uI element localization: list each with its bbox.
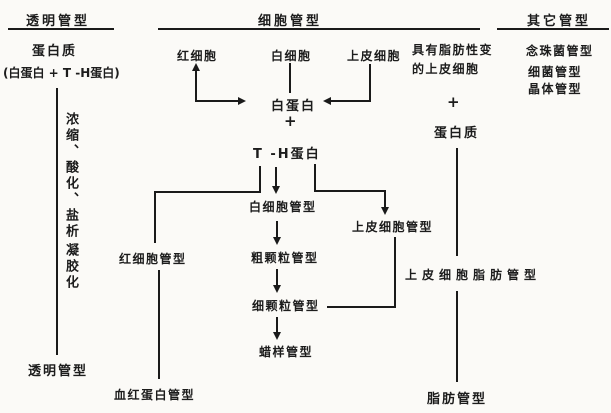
label-hemoglobin-cast: 血红蛋白管型 (114, 388, 196, 402)
arrowhead-down-to-epithelial-cast (381, 207, 389, 215)
line-epithelial-down (369, 64, 371, 102)
label-protein-right: 蛋白质 (434, 126, 480, 141)
label-epithelial-cast: 上皮细胞管型 (352, 220, 434, 234)
line-branch-left-down (259, 166, 261, 193)
line-wbc-down (289, 63, 291, 93)
label-fatty-epithelial-line2: 的上皮细胞 (412, 62, 480, 76)
label-th-protein: T -H蛋白 (253, 147, 321, 162)
label-plus-center: + (284, 112, 297, 130)
arrowhead-up-rbc (192, 63, 200, 71)
line-rbc-down (195, 70, 197, 101)
line-coarse-granular-down (276, 269, 278, 286)
label-epithelial-fatty-cast: 上皮细胞脂肪管型 (405, 268, 542, 282)
header-cellular-cast: 细胞管型 (258, 14, 323, 29)
label-process-steps: 浓缩、酸化、盐析 (63, 112, 78, 240)
arrowhead-down-to-coarse-granular (273, 237, 281, 245)
label-rbc-cast: 红细胞管型 (119, 252, 187, 266)
line-branch-left-to-rbc-cast (154, 191, 156, 243)
line-branch-left-horizontal (154, 191, 261, 193)
label-protein-composition: (白蛋白 + T -H蛋白) (3, 66, 120, 80)
label-fatty-epithelial-line1: 具有脂肪性变 (412, 43, 494, 57)
label-wbc-cast: 白细胞管型 (249, 200, 317, 214)
line-rbc-cast-down (158, 270, 160, 379)
label-bacteria-cast: 细菌管型 (528, 65, 583, 79)
label-coarse-granular-cast: 粗颗粒管型 (251, 251, 319, 265)
label-albumin: 白蛋白 (271, 99, 317, 114)
label-fatty-cast: 脂肪管型 (427, 392, 488, 407)
label-protein-left: 蛋白质 (32, 44, 78, 59)
label-waxy-cast: 蜡样管型 (259, 345, 314, 359)
label-candida-cast: 念珠菌管型 (526, 44, 594, 58)
header-other-underline (497, 28, 609, 30)
header-other-cast: 其它管型 (527, 14, 592, 29)
line-epithelial-cast-to-fine-granular (327, 306, 396, 308)
line-branch-center-down (275, 167, 277, 187)
label-epithelial: 上皮细胞 (347, 49, 402, 63)
arrowhead-down-to-fine-granular (273, 285, 281, 293)
line-hyaline-pathway (56, 88, 58, 355)
line-protein-to-epithelial-fatty-cast (456, 148, 458, 256)
label-fine-granular-cast: 细颗粒管型 (252, 299, 320, 313)
line-branch-right-to-epithelial-cast (384, 190, 386, 208)
label-wbc: 白细胞 (271, 49, 312, 63)
arrowhead-down-to-waxy (273, 332, 281, 340)
line-epithelial-left (331, 100, 371, 102)
arrowhead-down-to-wbc-cast (272, 186, 280, 194)
line-rbc-right (195, 100, 238, 102)
header-hyaline-underline (8, 28, 114, 30)
arrowhead-left-to-albumin (323, 97, 331, 105)
line-epithelial-cast-down (394, 237, 396, 308)
label-crystal-cast: 晶体管型 (528, 82, 583, 96)
line-wbc-cast-down (276, 221, 278, 238)
line-branch-right-horizontal (314, 190, 386, 192)
label-hyaline-cast-result: 透明管型 (28, 364, 89, 379)
label-gelation: 凝胶化 (63, 243, 78, 291)
label-plus-right: + (447, 93, 460, 111)
label-rbc: 红细胞 (177, 49, 218, 63)
header-hyaline-cast: 透明管型 (26, 14, 91, 29)
header-cellular-underline (158, 28, 480, 30)
line-branch-right-down (314, 164, 316, 192)
line-fine-granular-down (276, 317, 278, 333)
arrowhead-right-to-albumin (238, 97, 246, 105)
line-epithelial-fatty-to-fatty-cast (456, 291, 458, 382)
